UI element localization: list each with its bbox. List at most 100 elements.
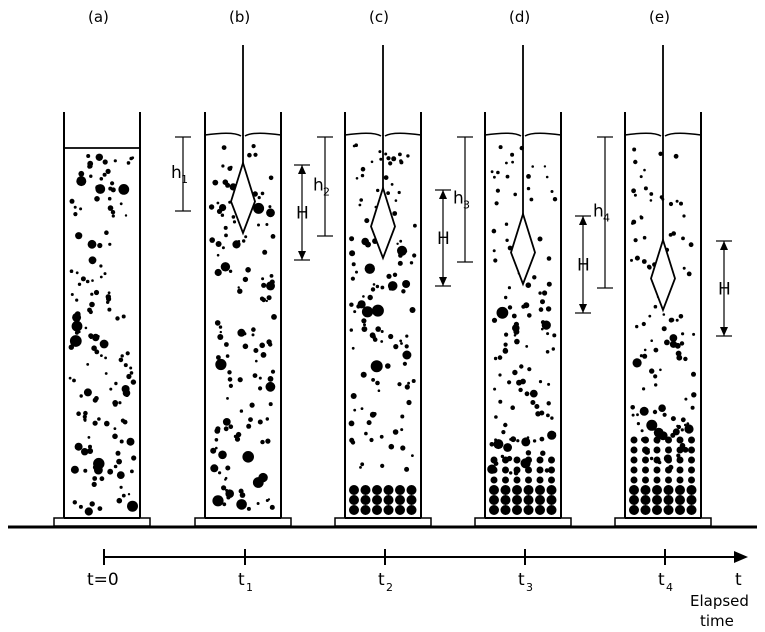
particle: [355, 177, 359, 180]
particle: [538, 380, 543, 384]
particle: [377, 389, 381, 393]
particle: [223, 426, 229, 432]
particle: [350, 393, 357, 399]
sediment-grain: [665, 446, 672, 454]
particle: [120, 418, 125, 423]
liquid-meniscus: [344, 132, 422, 137]
particle: [383, 175, 389, 181]
particle: [392, 272, 398, 277]
particle: [70, 465, 79, 474]
particle: [489, 442, 495, 447]
particle: [636, 422, 641, 426]
particle: [513, 334, 517, 337]
particle: [257, 223, 260, 227]
cylinder-base: [194, 517, 292, 527]
particle: [251, 144, 256, 149]
particle: [266, 281, 275, 291]
particle: [503, 443, 512, 452]
sediment-grain: [686, 485, 697, 495]
particle: [680, 428, 684, 432]
particle: [258, 472, 268, 483]
H-arrow-up: [439, 190, 447, 199]
sediment-grain: [653, 466, 661, 474]
particle: [531, 165, 534, 168]
particle-field: [487, 145, 558, 515]
particle: [75, 298, 79, 302]
sediment-grain: [489, 495, 499, 505]
particle: [87, 239, 97, 249]
particle: [669, 334, 678, 342]
particle: [118, 401, 122, 405]
sediment-grain: [676, 446, 684, 454]
particle: [245, 267, 251, 273]
particle: [639, 175, 643, 179]
particle: [525, 282, 532, 289]
sediment-grain: [525, 456, 532, 464]
particle: [261, 282, 267, 288]
particle: [71, 320, 83, 332]
particle: [648, 314, 652, 318]
particle: [686, 271, 692, 277]
sediment-grain: [642, 456, 649, 464]
particle: [349, 302, 354, 307]
particle: [653, 347, 659, 353]
particle: [509, 471, 513, 475]
particle: [99, 275, 103, 279]
particle: [511, 160, 514, 164]
particle: [369, 332, 376, 339]
particle: [75, 271, 79, 275]
particle: [258, 386, 263, 391]
particle: [372, 412, 377, 416]
particle: [495, 188, 500, 193]
particle: [357, 300, 366, 309]
particle: [552, 333, 557, 338]
sediment-grain: [406, 495, 417, 505]
particle: [237, 328, 246, 337]
particle: [122, 389, 131, 397]
particle: [669, 340, 678, 348]
sediment-grain: [502, 466, 509, 474]
particle: [70, 345, 74, 349]
particle: [102, 159, 108, 165]
time-tick-label: t: [238, 570, 245, 590]
sediment-grain: [630, 436, 638, 444]
particle: [671, 231, 676, 236]
particle: [530, 400, 536, 405]
particle: [100, 354, 103, 357]
particle: [510, 405, 515, 411]
particle: [642, 387, 646, 391]
particle: [532, 439, 537, 443]
particle: [669, 317, 675, 323]
particle: [504, 332, 509, 337]
particle: [380, 340, 384, 343]
particle: [404, 344, 409, 349]
particle: [221, 164, 225, 168]
sediment-grain: [383, 485, 394, 495]
sediment-grain: [523, 495, 534, 505]
particle: [684, 397, 688, 401]
particle: [224, 233, 228, 238]
panel-label-c: (c): [369, 8, 389, 26]
particle: [95, 184, 106, 194]
particle: [633, 193, 637, 197]
particle: [505, 238, 509, 242]
cylinder-base: [53, 517, 151, 527]
particle: [540, 299, 545, 305]
particle: [527, 367, 532, 372]
particle: [496, 306, 509, 319]
particle: [251, 327, 256, 332]
particle: [94, 196, 100, 202]
particle: [91, 481, 97, 487]
time-tick-subscript: 1: [246, 581, 253, 594]
sediment-grain: [546, 485, 557, 495]
liquid-meniscus: [624, 132, 702, 137]
particle: [112, 433, 118, 440]
particle: [524, 391, 530, 397]
particle: [70, 293, 74, 296]
particle: [360, 173, 365, 178]
particle: [385, 363, 391, 369]
particle: [507, 286, 511, 290]
particle: [93, 289, 100, 296]
particle: [131, 156, 135, 160]
panel-label-b: (b): [229, 8, 250, 26]
